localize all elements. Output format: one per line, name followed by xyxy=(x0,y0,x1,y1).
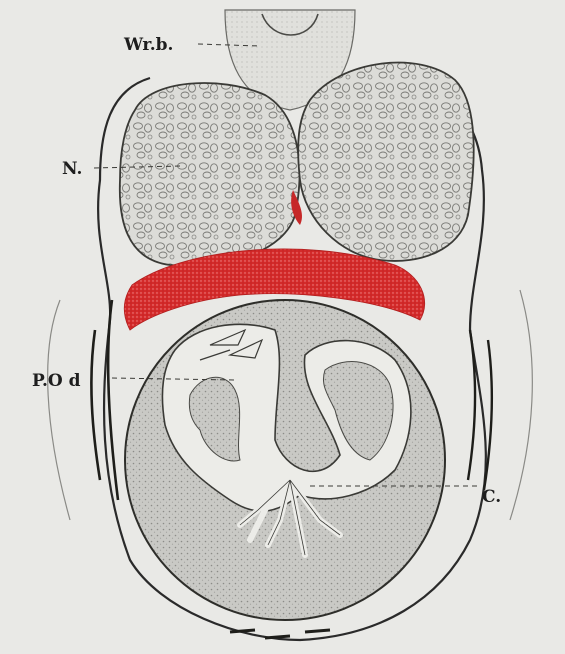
label-c: C. xyxy=(482,487,501,507)
right-kidney xyxy=(298,63,474,261)
label-pod: P.O d xyxy=(32,371,81,391)
label-n: N. xyxy=(62,159,82,179)
left-kidney xyxy=(120,83,300,266)
label-wrb: Wr.b. xyxy=(123,35,173,55)
